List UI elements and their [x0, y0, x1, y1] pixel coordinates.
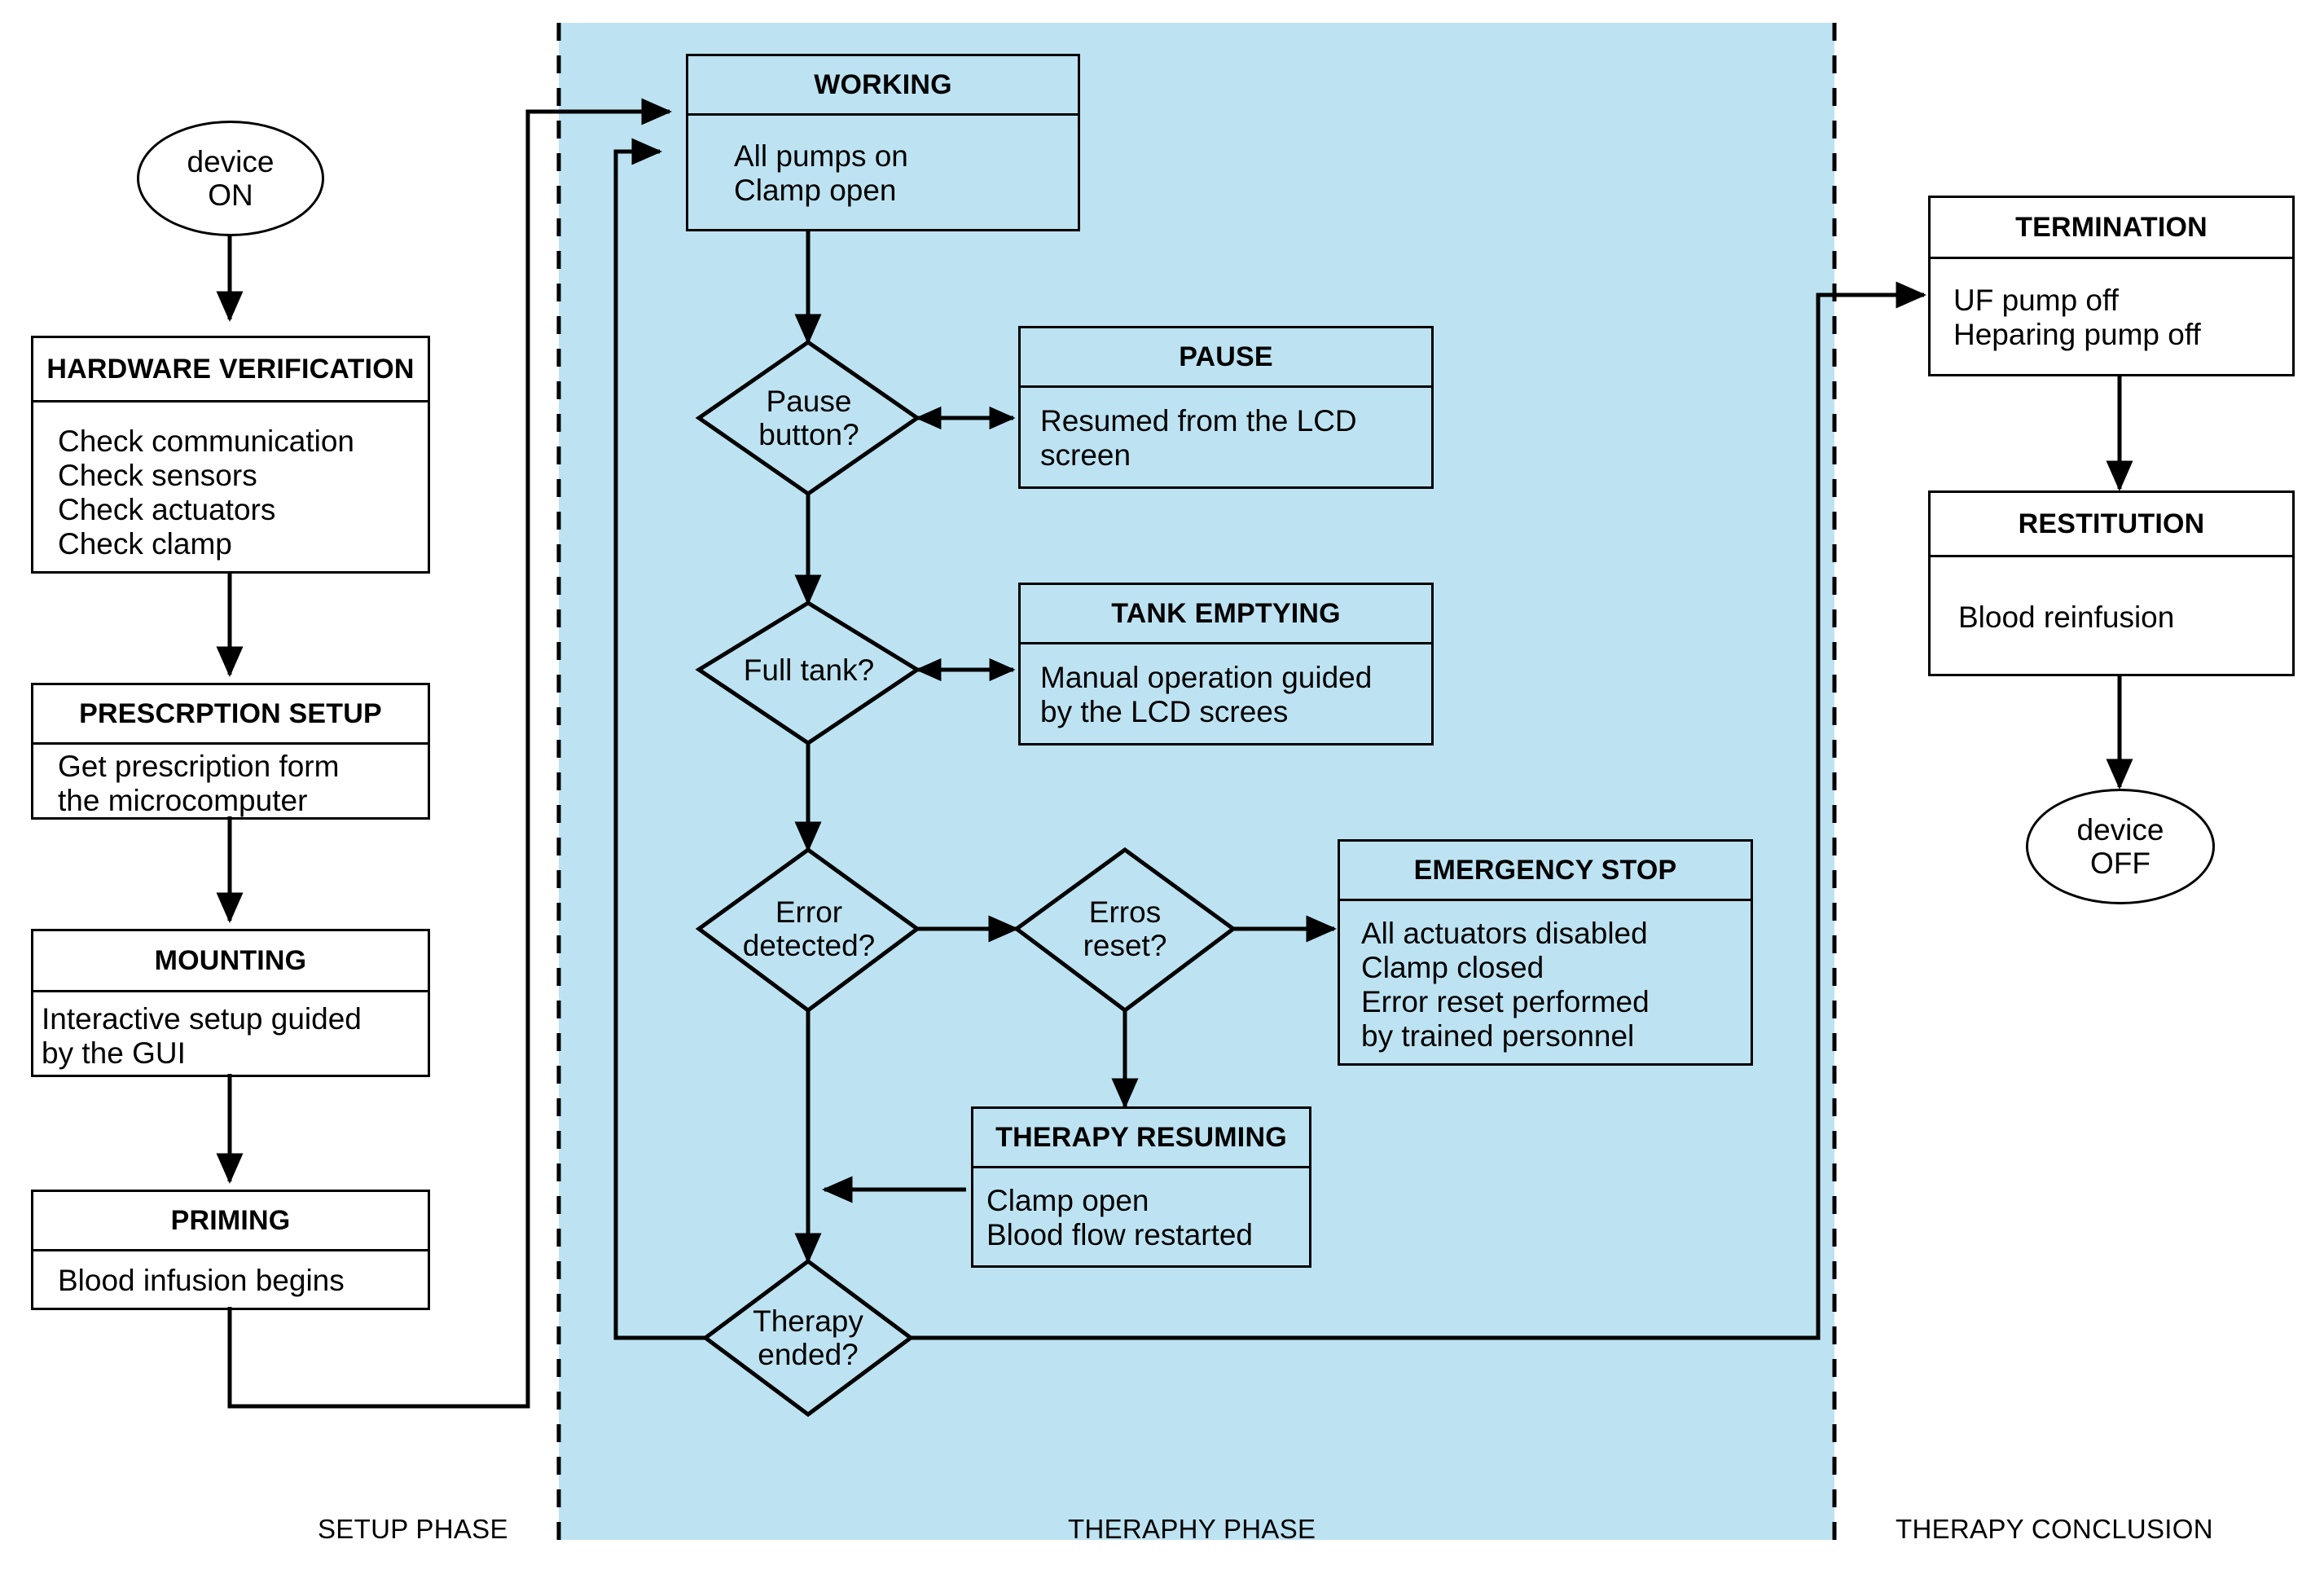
box-line: Check actuators — [58, 493, 276, 526]
box-line: Error reset performed — [1361, 985, 1650, 1018]
box-line: All actuators disabled — [1361, 917, 1648, 950]
box-title-restitution: RESTITUTION — [1931, 493, 2292, 557]
box-title-mounting: MOUNTING — [33, 931, 428, 992]
box-line: Interactive setup guided — [42, 1002, 362, 1036]
terminal-device-on-line-1: device — [187, 144, 275, 178]
box-line: All pumps on — [734, 139, 908, 173]
decision-diamonds — [695, 339, 1237, 1418]
box-title-therapy-resuming: THERAPY RESUMING — [973, 1109, 1309, 1168]
box-title-pause: PAUSE — [1021, 328, 1431, 388]
box-working[interactable]: WORKING All pumps on Clamp open — [686, 54, 1080, 231]
box-tank-emptying[interactable]: TANK EMPTYING Manual operation guided by… — [1018, 583, 1434, 746]
box-prescrption-setup[interactable]: PRESCRPTION SETUP Get prescription form … — [31, 683, 430, 820]
box-line: by trained personnel — [1361, 1019, 1635, 1053]
decision-full-tank — [695, 600, 921, 746]
box-pause[interactable]: PAUSE Resumed from the LCD screen — [1018, 326, 1434, 489]
box-line: by the LCD screes — [1040, 695, 1289, 728]
box-title-working: WORKING — [688, 56, 1078, 116]
box-line: Resumed from the LCD — [1040, 404, 1357, 438]
box-line: Get prescription form — [58, 750, 340, 783]
edge-priming-to-working — [227, 98, 673, 1409]
box-line: Clamp open — [734, 174, 897, 207]
terminal-device-off-line-2: OFF — [2090, 847, 2150, 880]
box-line: Clamp open — [986, 1184, 1149, 1217]
box-line: Clamp closed — [1361, 951, 1544, 984]
box-line: Blood infusion begins — [58, 1264, 345, 1297]
box-termination[interactable]: TERMINATION UF pump off Heparing pump of… — [1928, 196, 2295, 376]
box-title-termination: TERMINATION — [1931, 198, 2292, 259]
box-line: UF pump off — [1953, 284, 2119, 317]
box-line: Manual operation guided — [1040, 661, 1373, 694]
box-title-tank-emptying: TANK EMPTYING — [1021, 585, 1431, 644]
box-line: screen — [1040, 438, 1131, 472]
decision-error-detected — [695, 847, 921, 1014]
decision-therapy-ended — [701, 1258, 915, 1418]
box-line: Blood flow restarted — [986, 1218, 1254, 1251]
box-line: by the GUI — [42, 1036, 186, 1070]
box-restitution[interactable]: RESTITUTION Blood reinfusion — [1928, 490, 2295, 676]
decision-pause-button — [695, 339, 921, 497]
terminal-device-on[interactable]: device ON — [137, 121, 324, 236]
decision-erros-reset — [1013, 847, 1237, 1014]
box-therapy-resuming[interactable]: THERAPY RESUMING Clamp open Blood flow r… — [971, 1106, 1311, 1268]
box-emergency-stop[interactable]: EMERGENCY STOP All actuators disabled Cl… — [1338, 839, 1753, 1066]
box-title-hardware-verification: HARDWARE VERIFICATION — [33, 338, 428, 402]
edge-therapy-ended-to-termination — [911, 281, 1927, 1340]
terminal-device-off-line-1: device — [2076, 812, 2164, 847]
box-line: Blood reinfusion — [1958, 600, 2175, 634]
box-mounting[interactable]: MOUNTING Interactive setup guided by the… — [31, 929, 430, 1077]
box-line: Check communication — [58, 424, 354, 458]
box-title-prescrption-setup: PRESCRPTION SETUP — [33, 685, 428, 745]
terminal-device-off[interactable]: device OFF — [2026, 789, 2215, 904]
box-line: the microcomputer — [58, 784, 308, 817]
box-title-priming: PRIMING — [33, 1192, 428, 1251]
box-line: Heparing pump off — [1953, 318, 2201, 351]
therapy-phase-panel — [559, 23, 1834, 1540]
box-line: Check sensors — [58, 459, 257, 492]
box-hardware-verification[interactable]: HARDWARE VERIFICATION Check communicatio… — [31, 336, 430, 574]
terminal-device-on-line-2: ON — [208, 178, 253, 212]
box-line: Check clamp — [58, 527, 232, 561]
phase-label-setup: SETUP PHASE — [318, 1514, 508, 1544]
phase-label-therapy: THERAPHY PHASE — [1068, 1514, 1316, 1544]
box-priming[interactable]: PRIMING Blood infusion begins — [31, 1190, 430, 1310]
phase-label-conclusion: THERAPY CONCLUSION — [1896, 1514, 2213, 1544]
box-title-emergency-stop: EMERGENCY STOP — [1340, 842, 1751, 901]
edge-therapy-ended-loop — [613, 138, 705, 1340]
